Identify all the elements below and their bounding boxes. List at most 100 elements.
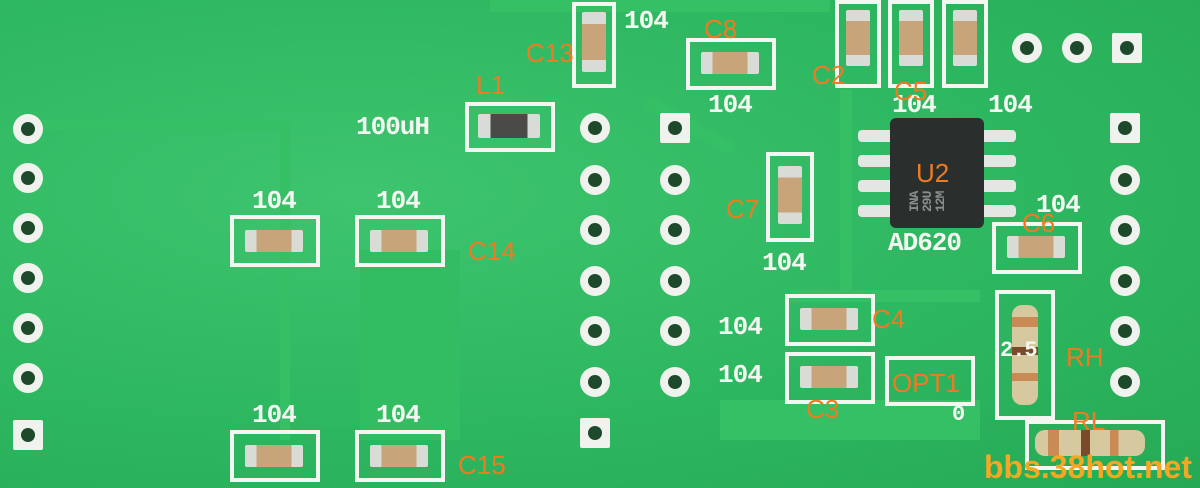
ic-pin xyxy=(858,180,894,192)
header-pin-square xyxy=(13,420,43,450)
header-pin xyxy=(580,113,610,143)
silk-value: 104 xyxy=(718,312,763,342)
header-pin xyxy=(13,163,43,193)
trace xyxy=(280,120,290,440)
resistor-rl xyxy=(1035,430,1145,456)
header-pin xyxy=(1062,33,1092,63)
silk-value: 104 xyxy=(252,186,297,216)
inductor xyxy=(478,114,540,138)
cap-footprint xyxy=(686,38,776,90)
ic-pin xyxy=(980,155,1016,167)
silk-testpoint: 0 xyxy=(952,402,965,427)
trace xyxy=(840,90,852,290)
resistor-rh xyxy=(1012,305,1038,405)
label-u2: U2 xyxy=(916,158,950,188)
ic-u2 xyxy=(890,118,984,228)
label-c8: C8 xyxy=(704,14,738,44)
header-pin xyxy=(580,266,610,296)
header-pin xyxy=(580,215,610,245)
silk-value: 104 xyxy=(1036,190,1081,220)
header-pin xyxy=(13,263,43,293)
ic-pin xyxy=(858,130,894,142)
silk-value: 100uH xyxy=(356,112,430,142)
capacitor xyxy=(245,230,303,252)
cap-footprint xyxy=(230,430,320,482)
capacitor xyxy=(1007,236,1065,258)
header-pin-square xyxy=(580,418,610,448)
silk-value: 104 xyxy=(252,400,297,430)
cap-footprint xyxy=(355,215,445,267)
capacitor xyxy=(582,12,606,72)
capacitor xyxy=(370,445,428,467)
cap-footprint xyxy=(785,352,875,404)
trace xyxy=(30,120,290,130)
label-c4: C4 xyxy=(872,304,906,334)
silk-value: 104 xyxy=(762,248,807,278)
label-c3: C3 xyxy=(806,394,840,424)
capacitor xyxy=(800,308,858,330)
header-pin xyxy=(660,316,690,346)
cap-footprint xyxy=(942,0,988,88)
capacitor xyxy=(370,230,428,252)
header-pin xyxy=(13,363,43,393)
header-pin xyxy=(1110,367,1140,397)
label-c5: C5 xyxy=(894,76,928,106)
header-pin xyxy=(660,215,690,245)
resistor-footprint xyxy=(995,290,1055,420)
label-rh: RH xyxy=(1066,342,1104,372)
silk-value: 104 xyxy=(624,6,669,36)
cap-footprint xyxy=(572,2,616,88)
capacitor xyxy=(778,166,802,224)
header-pin xyxy=(660,367,690,397)
cap-footprint xyxy=(992,222,1082,274)
watermark: bbs.38hot.net xyxy=(983,449,1192,485)
header-pin-square xyxy=(660,113,690,143)
ic-pin xyxy=(980,130,1016,142)
ic-pin xyxy=(980,180,1016,192)
ic-pin xyxy=(980,205,1016,217)
inductor-footprint xyxy=(465,102,555,152)
cap-footprint xyxy=(766,152,814,242)
header-pin xyxy=(580,367,610,397)
ic-marking: INA 29U 12M xyxy=(907,191,948,212)
label-c13: C13 xyxy=(526,38,574,68)
silk-value: 104 xyxy=(376,400,421,430)
cap-footprint xyxy=(355,430,445,482)
header-pin xyxy=(13,213,43,243)
label-c15: C15 xyxy=(458,450,506,480)
capacitor xyxy=(800,366,858,388)
cap-footprint xyxy=(785,294,875,346)
trace xyxy=(720,400,980,440)
trace xyxy=(790,290,980,302)
header-pin xyxy=(1110,215,1140,245)
capacitor xyxy=(701,52,759,74)
header-pin xyxy=(1110,316,1140,346)
ic-pin xyxy=(858,155,894,167)
silk-value: 104 xyxy=(718,360,763,390)
label-c14: C14 xyxy=(468,236,516,266)
capacitor xyxy=(245,445,303,467)
trace xyxy=(360,250,460,440)
label-c2: C2 xyxy=(812,60,846,90)
label-rl: RL xyxy=(1072,406,1106,436)
silk-value: 104 xyxy=(892,90,937,120)
header-pin-square xyxy=(1110,113,1140,143)
cap-footprint xyxy=(888,0,934,88)
cap-footprint xyxy=(835,0,881,88)
silk-value: 104 xyxy=(988,90,1033,120)
ic-pin xyxy=(858,205,894,217)
label-l1: L1 xyxy=(476,70,505,100)
resistor-footprint xyxy=(1025,420,1165,470)
header-pin xyxy=(580,165,610,195)
silk-value: 104 xyxy=(376,186,421,216)
silk-value: 2.5 xyxy=(1000,338,1038,363)
header-pin xyxy=(660,165,690,195)
header-pin xyxy=(580,316,610,346)
capacitor xyxy=(899,10,923,66)
capacitor xyxy=(953,10,977,66)
silk-value: 104 xyxy=(708,90,753,120)
label-c7: C7 xyxy=(726,194,760,224)
silk-part: AD620 xyxy=(888,228,962,258)
header-pin xyxy=(1012,33,1042,63)
header-pin xyxy=(660,266,690,296)
